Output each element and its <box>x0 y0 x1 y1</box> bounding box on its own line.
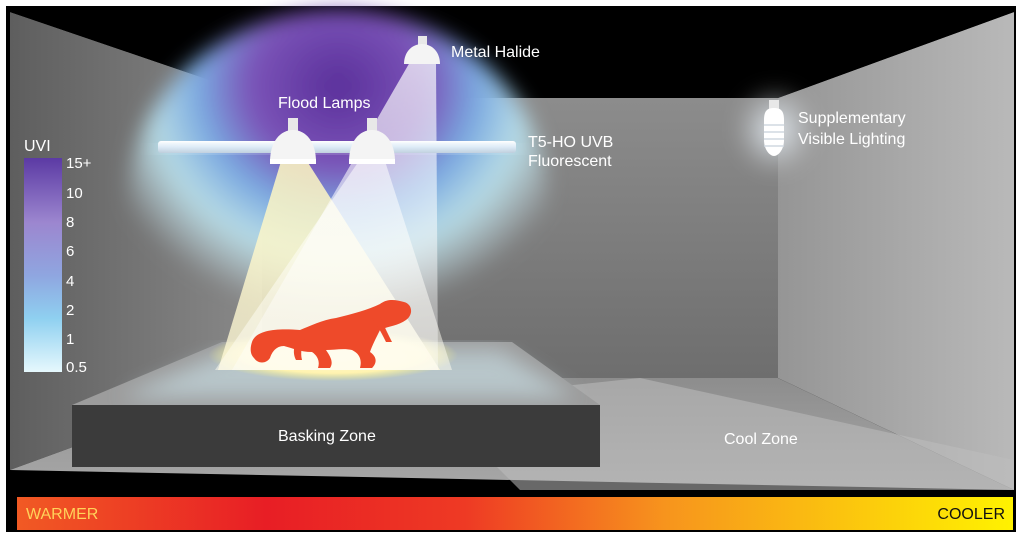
flood-lamp-icon <box>349 118 395 164</box>
warmer-label: WARMER <box>26 506 98 523</box>
metal-halide-label: Metal Halide <box>451 44 540 61</box>
uvi-scale-title: UVI <box>24 138 51 155</box>
supplementary-label-line2: Visible Lighting <box>798 131 905 148</box>
uvi-tick: 0.5 <box>66 359 87 376</box>
temperature-gradient-bar <box>17 497 1013 530</box>
t5-uvb-label-line1: T5-HO UVB <box>528 134 613 151</box>
uvi-tick: 8 <box>66 214 74 231</box>
t5-uvb-label-line2: Fluorescent <box>528 153 612 170</box>
lizard-icon <box>250 300 412 368</box>
metal-halide-lamp-icon <box>404 36 440 64</box>
right-wall <box>778 12 1014 490</box>
lizard-back-leg <box>293 334 306 360</box>
cool-zone-label: Cool Zone <box>724 431 798 448</box>
lizard-front-leg <box>372 316 392 342</box>
uvi-tick: 10 <box>66 185 83 202</box>
supplementary-label-line1: Supplementary <box>798 110 906 127</box>
uvi-tick: 2 <box>66 302 74 319</box>
basking-zone-label: Basking Zone <box>278 428 376 445</box>
cooler-label: COOLER <box>937 506 1005 523</box>
basking-platform-front <box>72 405 600 467</box>
uvi-scale-bar <box>24 158 62 372</box>
uvi-scale-ticks: 15+ 10 8 6 4 2 1 0.5 <box>66 155 92 376</box>
flood-lamps-label: Flood Lamps <box>278 95 371 112</box>
uvi-tick: 15+ <box>66 155 92 172</box>
uvi-tick: 4 <box>66 273 74 290</box>
uvi-tick: 6 <box>66 243 74 260</box>
supplementary-bulb-icon <box>764 100 784 156</box>
flood-lamp-icon <box>270 118 316 164</box>
uvi-tick: 1 <box>66 331 74 348</box>
uvb-tube-glow <box>158 145 516 153</box>
